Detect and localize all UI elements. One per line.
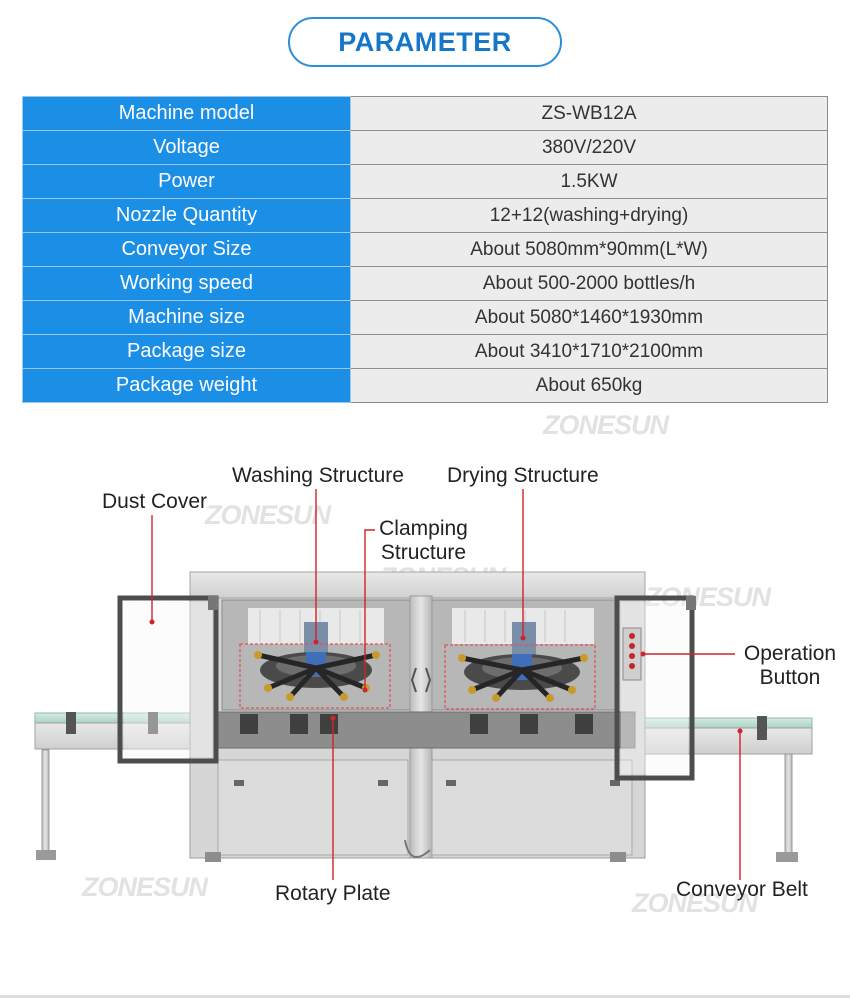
param-value: About 650kg: [350, 368, 828, 403]
watermark-logo: ZONESUN: [543, 410, 669, 440]
param-value: About 3410*1710*2100mm: [350, 334, 828, 369]
watermark-logo: ZONESUN: [632, 888, 758, 918]
label-conveyor-belt: Conveyor Belt: [676, 878, 808, 901]
label-rotary-plate: Rotary Plate: [275, 882, 391, 905]
label-dust-cover: Dust Cover: [102, 490, 208, 513]
param-label: Machine size: [22, 300, 351, 335]
label-drying-structure: Drying Structure: [447, 464, 599, 487]
watermark-logo: ZONESUN: [205, 500, 331, 530]
machine-top: [189, 571, 646, 601]
param-value: 12+12(washing+drying): [350, 198, 828, 233]
label-washing-structure: Washing Structure: [232, 464, 404, 487]
param-label: Working speed: [22, 266, 351, 301]
callout-dots: [149, 619, 743, 734]
watermark-logo: ZONESUN: [82, 872, 208, 902]
drying-highlight: [444, 644, 596, 710]
param-label: Conveyor Size: [22, 232, 351, 267]
param-label: Package size: [22, 334, 351, 369]
operation-button-panel: [622, 627, 642, 681]
param-value: ZS-WB12A: [350, 96, 828, 131]
left-conveyor: [34, 712, 221, 860]
param-label: Machine model: [22, 96, 351, 131]
param-value: 380V/220V: [350, 130, 828, 165]
washing-turret: [254, 622, 380, 701]
dust-cover-door: [117, 595, 219, 764]
label-operation-button: Operation Button: [743, 642, 837, 689]
control-door: [614, 595, 696, 781]
drying-turret: [458, 622, 588, 702]
param-value: 1.5KW: [350, 164, 828, 199]
footer-divider: [0, 995, 850, 998]
param-label: Nozzle Quantity: [22, 198, 351, 233]
page-title: PARAMETER: [288, 17, 562, 67]
callout-lines: [151, 489, 741, 880]
rotary-plate: [214, 711, 636, 749]
param-value: About 5080mm*90mm(L*W): [350, 232, 828, 267]
right-conveyor: [639, 716, 813, 862]
param-label: Power: [22, 164, 351, 199]
param-value: About 500-2000 bottles/h: [350, 266, 828, 301]
param-value: About 5080*1460*1930mm: [350, 300, 828, 335]
label-clamping-structure: Clamping Structure: [379, 517, 468, 564]
param-label: Package weight: [22, 368, 351, 403]
